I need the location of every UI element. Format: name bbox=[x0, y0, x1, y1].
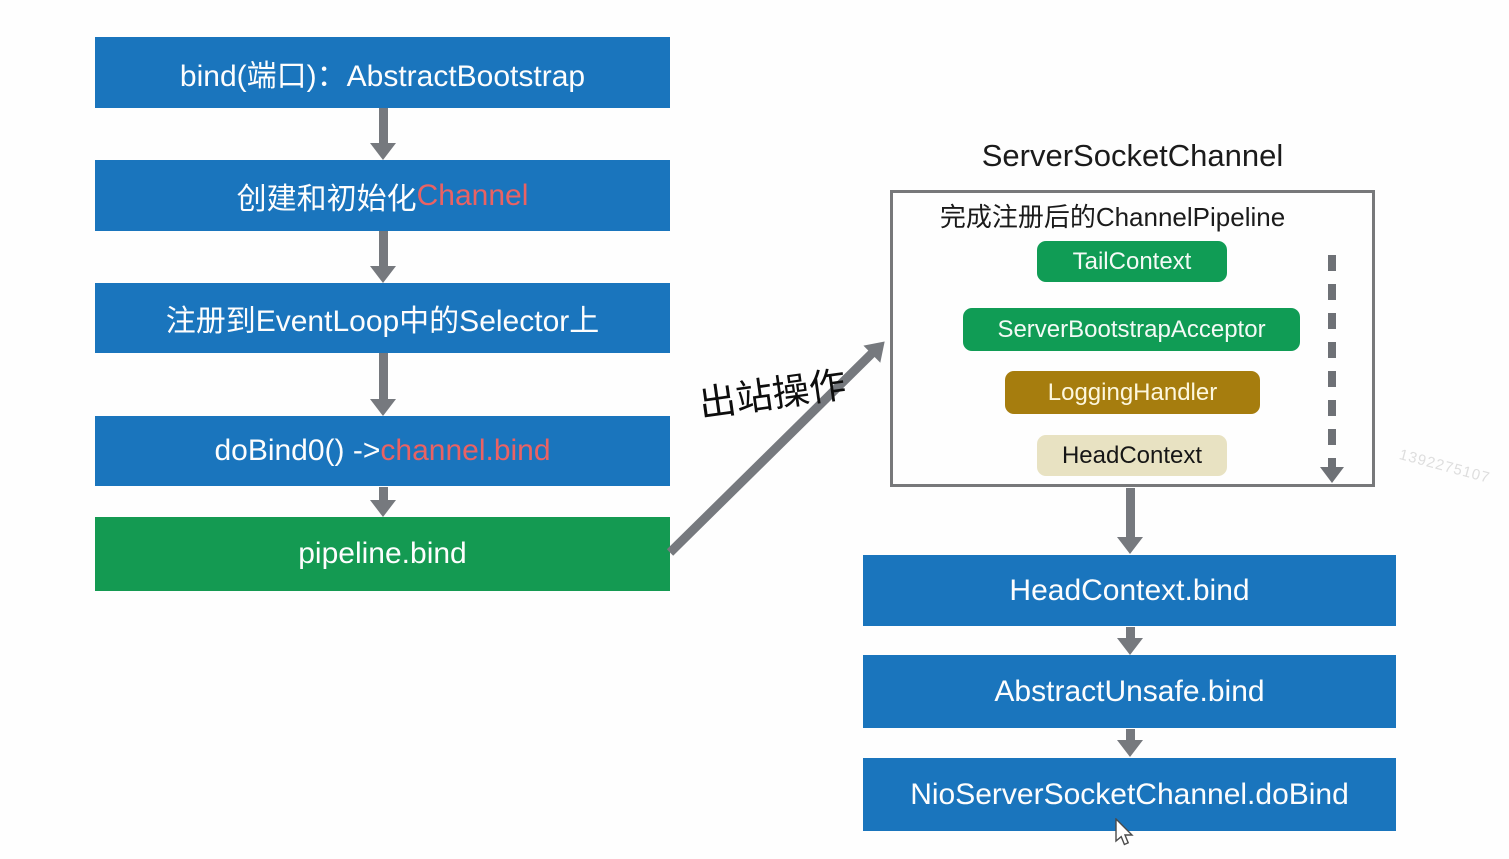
flow-box-abstractbootstrap: bind(端口)：AbstractBootstrap bbox=[95, 37, 670, 108]
panel-title: ServerSocketChannel bbox=[981, 138, 1284, 173]
flow-box-label-highlight: Channel bbox=[416, 178, 529, 212]
flow-box-register-selector: 注册到EventLoop中的Selector上 bbox=[95, 283, 670, 353]
flow-box-label: NioServerSocketChannel.doBind bbox=[910, 777, 1349, 811]
flow-box-label: 创建和初始化 bbox=[236, 182, 417, 216]
handler-tailcontext: TailContext bbox=[1037, 241, 1227, 282]
down-arrow bbox=[370, 231, 396, 283]
watermark-text: 1392275107 bbox=[1397, 446, 1493, 487]
dashed-down-arrow bbox=[1320, 255, 1344, 483]
flow-box-label: bind(端口)：AbstractBootstrap bbox=[179, 59, 586, 93]
down-arrow bbox=[370, 487, 396, 517]
handler-label: LoggingHandler bbox=[1047, 378, 1218, 406]
flow-box-headcontext-bind: HeadContext.bind bbox=[863, 555, 1396, 626]
handler-label: HeadContext bbox=[1061, 441, 1203, 469]
handler-serverbootstrapacceptor: ServerBootstrapAcceptor bbox=[963, 308, 1300, 351]
mouse-cursor-icon bbox=[1114, 817, 1136, 853]
down-arrow bbox=[370, 108, 396, 160]
panel-subtitle: 完成注册后的ChannelPipeline bbox=[939, 202, 1286, 232]
edge-label-outbound: 出站操作 bbox=[696, 363, 849, 426]
flow-box-abstractunsafe-bind: AbstractUnsafe.bind bbox=[863, 655, 1396, 728]
flow-box-label: doBind0() -> bbox=[214, 434, 381, 467]
down-arrow bbox=[1117, 729, 1143, 757]
flow-box-dobind0: doBind0() -> channel.bind bbox=[95, 416, 670, 486]
handler-label: TailContext bbox=[1072, 247, 1192, 275]
handler-headcontext: HeadContext bbox=[1037, 435, 1227, 476]
down-arrow bbox=[370, 353, 396, 416]
handler-label: ServerBootstrapAcceptor bbox=[997, 315, 1266, 343]
down-arrow bbox=[1117, 627, 1143, 655]
channel-pipeline-panel: 完成注册后的ChannelPipeline TailContext Server… bbox=[890, 190, 1375, 487]
flow-box-label: 注册到EventLoop中的Selector上 bbox=[165, 305, 600, 338]
flow-box-label: AbstractUnsafe.bind bbox=[994, 674, 1265, 708]
flow-box-nioserversocketchannel-dobind: NioServerSocketChannel.doBind bbox=[863, 758, 1396, 831]
flow-box-label: pipeline.bind bbox=[298, 537, 467, 570]
down-arrow bbox=[1117, 488, 1143, 554]
handler-logginghandler: LoggingHandler bbox=[1005, 371, 1260, 414]
flow-box-label-highlight: channel.bind bbox=[380, 434, 551, 467]
flow-box-label: HeadContext.bind bbox=[1009, 573, 1250, 607]
flow-box-pipeline-bind: pipeline.bind bbox=[95, 517, 670, 591]
